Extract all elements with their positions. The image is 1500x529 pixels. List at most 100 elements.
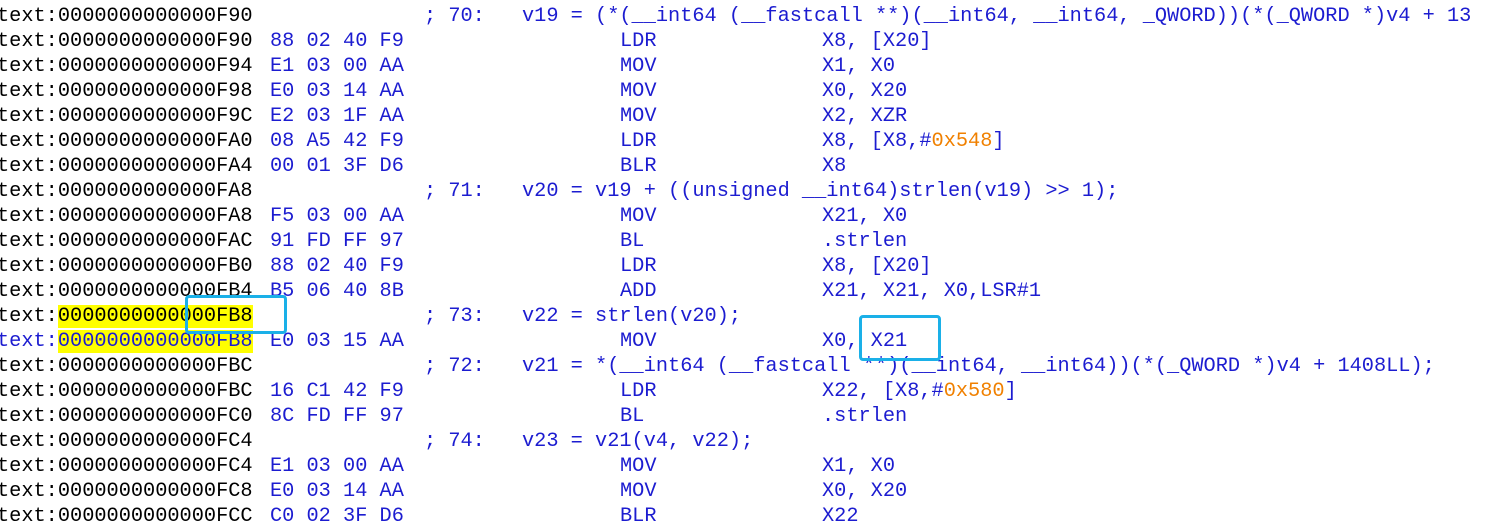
opcode-bytes: 91 FD FF 97	[270, 230, 404, 253]
address: text:0000000000000F98	[0, 80, 253, 103]
address: text:0000000000000FC4	[0, 455, 253, 478]
listing-line[interactable]: text:0000000000000FCC C0 02 3F D6 BLR X22	[0, 504, 1500, 529]
pseudocode-line-number: ; 74:	[424, 430, 485, 453]
mnemonic: MOV	[620, 80, 657, 103]
highlighted-address[interactable]: 0000000000000FB8	[57, 330, 253, 353]
operand-text: X21, X0	[822, 205, 908, 228]
listing-line[interactable]: text:0000000000000FA8 F5 03 00 AA MOV X21, …	[0, 204, 1500, 229]
operand-text: ]	[1004, 380, 1017, 403]
annotation-box-address	[185, 295, 287, 334]
operands: X0, X20	[822, 479, 907, 504]
opcode-bytes: B5 06 40 8B	[270, 280, 404, 303]
opcode-bytes: 08 A5 42 F9	[270, 130, 404, 153]
listing-line[interactable]: text:0000000000000FBC 16 C1 42 F9 LDR X22, …	[0, 379, 1500, 404]
operand-text: X0, X20	[822, 80, 908, 103]
mnemonic: ADD	[620, 280, 657, 303]
operands: X8	[822, 154, 846, 179]
operand-text: X22, [X8,#	[822, 380, 944, 403]
listing-line[interactable]: text:0000000000000FC8 E0 03 14 AA MOV X0, X…	[0, 479, 1500, 504]
opcode-bytes: E0 03 15 AA	[270, 330, 404, 353]
listing-line[interactable]: text:0000000000000FB8 E0 03 15 AA MOV X0, X…	[0, 329, 1500, 354]
address: text:0000000000000FCC	[0, 505, 253, 528]
hex-offset: 0x548	[931, 130, 993, 153]
annotation-box-register	[859, 315, 941, 361]
operands: X2, XZR	[822, 104, 907, 129]
listing-line[interactable]: text:0000000000000FA4 00 01 3F D6 BLR X8	[0, 154, 1500, 179]
opcode-bytes: E2 03 1F AA	[270, 105, 404, 128]
operand-text: ]	[992, 130, 1005, 153]
operands: X0, X20	[822, 79, 907, 104]
mnemonic: BL	[620, 405, 645, 428]
listing-line[interactable]: text:0000000000000F98 E0 03 14 AA MOV X0, X…	[0, 79, 1500, 104]
pseudocode-comment: v23 = v21(v4, v22);	[522, 430, 754, 453]
address: text:0000000000000FA8	[0, 180, 253, 203]
mnemonic: BL	[620, 230, 645, 253]
address: text:0000000000000F90	[0, 30, 253, 53]
opcode-bytes: E1 03 00 AA	[270, 55, 404, 78]
highlighted-address[interactable]: 0000000000000FB8	[57, 305, 253, 328]
pseudocode-comment: v19 = (*(__int64 (__fastcall **)(__int64…	[522, 5, 1472, 28]
pseudocode-comment: v21 = *(__int64 (__fastcall **)(__int64,…	[522, 355, 1435, 378]
operand-text: X0, X20	[822, 480, 908, 503]
operands: X8, [X20]	[822, 29, 932, 54]
listing-line[interactable]: text:0000000000000FB8; 73:v22 = strlen(v…	[0, 304, 1500, 329]
address: text:0000000000000FC8	[0, 480, 253, 503]
listing-line[interactable]: text:0000000000000FAC 91 FD FF 97 BL .strle…	[0, 229, 1500, 254]
opcode-bytes: F5 03 00 AA	[270, 205, 404, 228]
opcode-bytes: 8C FD FF 97	[270, 405, 404, 428]
mnemonic: MOV	[620, 480, 657, 503]
operands: X21, X21, X0,LSR#1	[822, 279, 1041, 304]
operand-text: X8, [X20]	[822, 255, 932, 278]
mnemonic: LDR	[620, 380, 657, 403]
opcode-bytes: E0 03 14 AA	[270, 480, 404, 503]
operand-text: X22	[822, 505, 859, 528]
pseudocode-line-number: ; 71:	[424, 180, 485, 203]
operand-text: X8, [X8,#	[822, 130, 932, 153]
segment-prefix: text:	[0, 305, 58, 328]
listing-line[interactable]: text:0000000000000F90; 70:v19 = (*(__int…	[0, 4, 1500, 29]
operands: .strlen	[822, 229, 907, 254]
operands: X22	[822, 504, 859, 529]
pseudocode-line-number: ; 70:	[424, 5, 485, 28]
opcode-bytes: 16 C1 42 F9	[270, 380, 404, 403]
opcode-bytes: 00 01 3F D6	[270, 155, 404, 178]
segment-prefix: text:	[0, 330, 58, 353]
listing-line[interactable]: text:0000000000000FA0 08 A5 42 F9 LDR X8, […	[0, 129, 1500, 154]
mnemonic: LDR	[620, 130, 657, 153]
address: text:0000000000000FA0	[0, 130, 253, 153]
mnemonic: BLR	[620, 505, 657, 528]
address: text:0000000000000FB8	[0, 304, 253, 329]
address: text:0000000000000FB0	[0, 255, 253, 278]
operand-text: X0, X21	[822, 330, 908, 353]
address: text:0000000000000FC4	[0, 430, 253, 453]
address: text:0000000000000FBC	[0, 380, 253, 403]
opcode-bytes: E0 03 14 AA	[270, 80, 404, 103]
pseudocode-line-number: ; 73:	[424, 305, 485, 328]
mnemonic: LDR	[620, 255, 657, 278]
hex-offset: 0x580	[943, 380, 1005, 403]
operand-text: X21, X21, X0,LSR#1	[822, 280, 1042, 303]
mnemonic: MOV	[620, 330, 657, 353]
address: text:0000000000000FB8	[0, 329, 253, 354]
address: text:0000000000000FA8	[0, 205, 253, 228]
mnemonic: MOV	[620, 205, 657, 228]
listing-line[interactable]: text:0000000000000FC4 ; 74: v23 = v21(v4, …	[0, 429, 1500, 454]
opcode-bytes: 88 02 40 F9	[270, 30, 404, 53]
mnemonic: MOV	[620, 55, 657, 78]
listing-line[interactable]: text:0000000000000FB0 88 02 40 F9 LDR X8, […	[0, 254, 1500, 279]
address: text:0000000000000FA4	[0, 155, 253, 178]
opcode-bytes: C0 02 3F D6	[270, 505, 404, 528]
operands: X1, X0	[822, 454, 895, 479]
listing-line[interactable]: text:0000000000000FA8 ; 71: v20 = v19 + ((…	[0, 179, 1500, 204]
opcode-bytes: E1 03 00 AA	[270, 455, 404, 478]
listing-line[interactable]: text:0000000000000FBC; 72:v21 = *(__int6…	[0, 354, 1500, 379]
address: text:0000000000000FAC	[0, 230, 253, 253]
pseudocode-comment: v20 = v19 + ((unsigned __int64)strlen(v1…	[522, 180, 1119, 203]
mnemonic: BLR	[620, 155, 657, 178]
opcode-bytes: 88 02 40 F9	[270, 255, 404, 278]
